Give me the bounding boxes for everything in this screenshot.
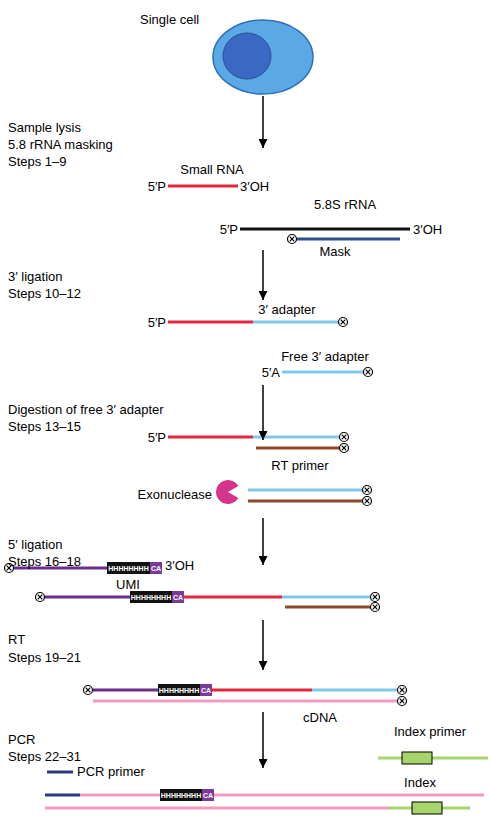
- step-panel: 5′ ligationSteps 16–18: [0, 565, 490, 620]
- exonuclease-symbol: [216, 480, 238, 504]
- strand-label: Index: [404, 776, 436, 791]
- pcr-primer-strand: [47, 771, 73, 774]
- step-panel: Digestion of free 3′ adapterSteps 13–15: [0, 440, 490, 518]
- step-heading: Steps 10–12: [8, 287, 81, 302]
- umi-sequence: HHHHHHHH: [131, 594, 171, 601]
- cdna-strand: [93, 700, 397, 703]
- cell-body: [213, 20, 313, 94]
- step-heading: Steps 16–18: [8, 555, 81, 570]
- flow-arrow: [262, 712, 264, 768]
- strand-label: 3′OH: [240, 180, 269, 195]
- step-heading: 3′ ligation: [8, 270, 62, 285]
- index-box: [402, 752, 442, 814]
- adapter-strand: [253, 436, 339, 439]
- step-panel: RTSteps 19–21: [0, 670, 490, 712]
- cdna-strand: [80, 794, 484, 797]
- small-rna-strand: [168, 436, 253, 439]
- umi-sequence: HHHHHHHH: [108, 565, 148, 572]
- five-adapter-strand: [45, 596, 130, 599]
- strand-label: 3′OH: [165, 559, 194, 574]
- rt-primer-strand: [256, 447, 339, 450]
- step-heading: Steps 19–21: [8, 651, 81, 666]
- strand-label: 3′ adapter: [258, 303, 315, 318]
- small-rna-strand: [184, 596, 282, 599]
- step-heading: RT: [8, 633, 25, 648]
- adapter-strand: [282, 596, 370, 599]
- step-heading: 5.8 rRNA masking: [8, 138, 113, 153]
- cdna-strand: [45, 807, 388, 810]
- flow-arrow: [262, 518, 264, 565]
- mask-strand: [297, 238, 400, 241]
- umi-sequence: CA: [203, 792, 213, 799]
- step-heading: Steps 22–31: [8, 750, 81, 765]
- cell-node: Single cell: [130, 4, 315, 96]
- strand-label: 5′P: [148, 316, 166, 331]
- flow-arrow: [262, 620, 264, 670]
- strand-label: RT primer: [271, 459, 328, 474]
- adapter-strand: [253, 321, 338, 324]
- flow-arrow: [262, 96, 264, 148]
- umi-sequence: CA: [201, 687, 211, 694]
- rt-primer-strand: [248, 500, 362, 503]
- small-rna-strand: [168, 321, 253, 324]
- rt-primer-strand: [285, 606, 370, 609]
- adapter-strand: [282, 371, 363, 374]
- strand-label: 5′P: [148, 180, 166, 195]
- umi-sequence: HHHHHHHH: [159, 687, 199, 694]
- flow-arrow: [262, 250, 264, 300]
- strand-label: Free 3′ adapter: [281, 350, 369, 365]
- small-rna-strand: [168, 185, 238, 188]
- strand-label: Small RNA: [180, 163, 244, 178]
- strand-label: 5′P: [148, 431, 166, 446]
- step-heading: 5′ ligation: [8, 538, 62, 553]
- pcr-primer-strand: [45, 794, 80, 797]
- step-heading: Digestion of free 3′ adapter: [8, 403, 164, 418]
- small-rna-strand: [212, 689, 312, 692]
- umi-sequence: CA: [151, 565, 161, 572]
- step-heading: Steps 1–9: [8, 155, 67, 170]
- strand-label: UMI: [116, 578, 140, 593]
- adapter-strand: [312, 689, 397, 692]
- strand-label: PCR primer: [77, 765, 145, 780]
- rrna-strand: [240, 228, 410, 231]
- strand-label: 5.8S rRNA: [314, 198, 376, 213]
- strand-label: cDNA: [303, 711, 337, 726]
- adapter-strand: [248, 489, 362, 492]
- umi-sequence: HHHHHHHH: [161, 792, 201, 799]
- step-heading: Steps 13–15: [8, 420, 81, 435]
- flow-arrow: [262, 385, 264, 440]
- strand-label: Index primer: [394, 725, 466, 740]
- five-adapter-strand: [93, 689, 158, 692]
- step-heading: Sample lysis: [8, 121, 81, 136]
- step-panel: 3′ ligationSteps 10–12: [0, 300, 490, 385]
- strand-label: Exonuclease: [138, 488, 212, 503]
- strand-label: 3′OH: [413, 223, 442, 238]
- index-primer-strand: [378, 757, 488, 760]
- cell-nucleus: [223, 33, 271, 79]
- cell-label: Single cell: [140, 13, 199, 28]
- umi-sequence: CA: [173, 594, 183, 601]
- strand-label: 5′A: [262, 366, 280, 381]
- strand-label: 5′P: [220, 223, 238, 238]
- blocked-end-symbol: [5, 235, 407, 706]
- step-heading: PCR: [8, 733, 35, 748]
- strand-label: Mask: [319, 245, 350, 260]
